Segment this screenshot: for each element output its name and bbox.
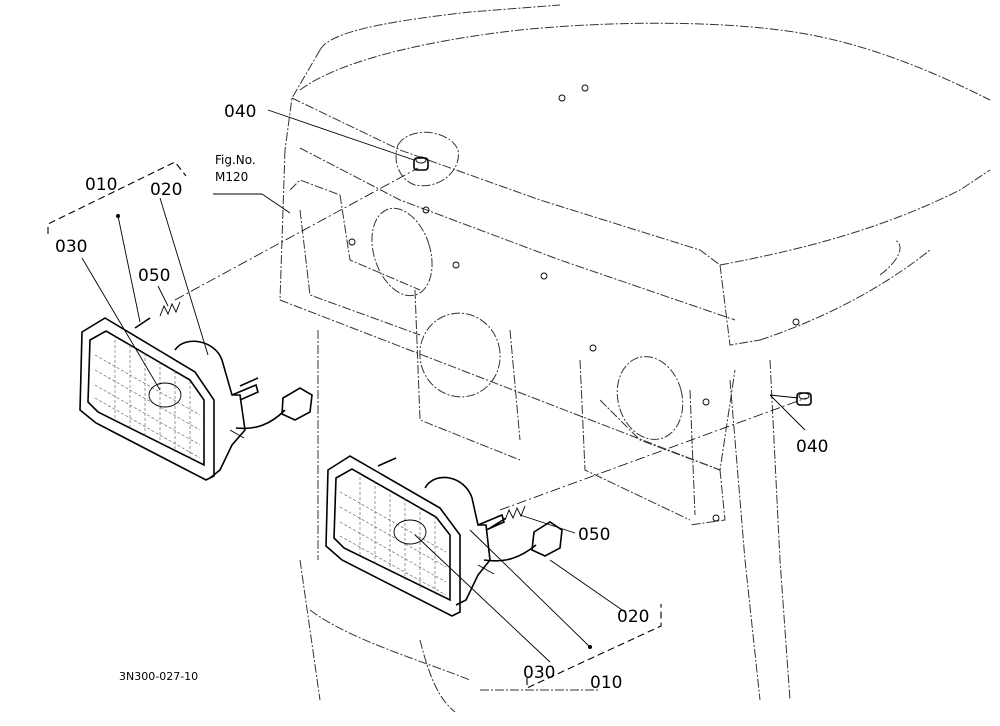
drawing-code: 3N300-027-10 [119,670,198,683]
nut-040-right [796,392,812,406]
spring-050-upper [159,301,181,317]
label-010-lower: 010 [590,673,622,693]
label-010-upper: 010 [85,175,117,195]
label-020-lower: 020 [617,607,649,627]
fig-ref-number: M120 [215,170,248,184]
label-050-upper: 050 [138,266,170,286]
headlight-lower [325,455,563,617]
group-bracket-upper [47,161,187,234]
label-030-upper: 030 [55,237,87,257]
leader-lines [81,109,806,663]
label-040-right: 040 [796,437,828,457]
label-040-upper: 040 [224,102,256,122]
fig-ref-label: Fig.No. [215,153,256,167]
assembly-center-lines [174,167,807,511]
hood-outline [279,4,991,713]
nut-040-upper [413,156,429,171]
spring-050-lower [504,505,526,521]
label-050-lower: 050 [578,525,610,545]
label-030-lower: 030 [523,663,555,683]
group-bracket-lower [526,604,662,689]
label-020-upper: 020 [150,180,182,200]
headlight-upper-left [79,317,313,481]
